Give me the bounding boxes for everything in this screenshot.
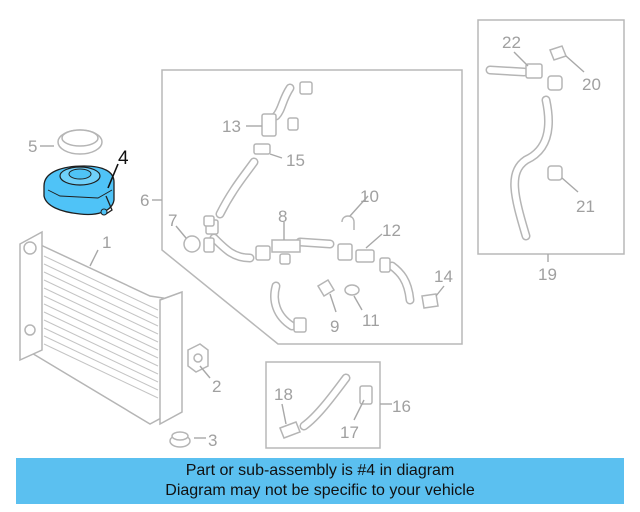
banner-line-2: Diagram may not be specific to your vehi… xyxy=(165,482,475,499)
callout-3: 3 xyxy=(208,431,217,450)
callout-1: 1 xyxy=(102,233,111,252)
callout-18: 18 xyxy=(274,385,293,404)
callout-8: 8 xyxy=(278,207,287,226)
callout-14: 14 xyxy=(434,267,453,286)
mount-bracket-2 xyxy=(187,343,209,373)
callout-4: 4 xyxy=(118,148,129,169)
info-banner: Part or sub-assembly is #4 in diagram Di… xyxy=(16,458,624,504)
bushing-3 xyxy=(169,431,191,448)
coolant-reservoir-4 xyxy=(43,165,115,216)
callout-19: 19 xyxy=(538,265,557,284)
callouts: 1 2 3 4 5 6 7 8 9 10 11 12 13 14 15 16 1… xyxy=(28,33,601,450)
callout-5: 5 xyxy=(28,137,37,156)
callout-15: 15 xyxy=(286,151,305,170)
callout-16: 16 xyxy=(392,397,411,416)
callout-13: 13 xyxy=(222,117,241,136)
callout-17: 17 xyxy=(340,423,359,442)
group-box-16 xyxy=(265,361,381,449)
radiator xyxy=(19,230,183,426)
banner-line-1: Part or sub-assembly is #4 in diagram xyxy=(185,462,455,479)
callout-22: 22 xyxy=(502,33,521,52)
group-box-6 xyxy=(161,69,463,345)
callout-21: 21 xyxy=(576,197,595,216)
callout-11: 11 xyxy=(362,311,380,330)
callout-10: 10 xyxy=(360,187,379,206)
reservoir-cap-5 xyxy=(57,129,103,155)
callout-20: 20 xyxy=(582,75,601,94)
leader-lines xyxy=(40,51,585,439)
callout-9: 9 xyxy=(330,317,339,336)
callout-2: 2 xyxy=(212,377,221,396)
hose-assembly-6 xyxy=(183,81,439,333)
callout-7: 7 xyxy=(168,211,177,230)
callout-12: 12 xyxy=(382,221,401,240)
callout-6: 6 xyxy=(140,191,149,210)
parts-diagram: 1 2 3 4 5 6 7 8 9 10 11 12 13 14 15 16 1… xyxy=(19,19,625,450)
group-box-19 xyxy=(477,19,625,255)
hose-assembly-19 xyxy=(485,45,567,241)
hose-assembly-16 xyxy=(279,373,373,439)
